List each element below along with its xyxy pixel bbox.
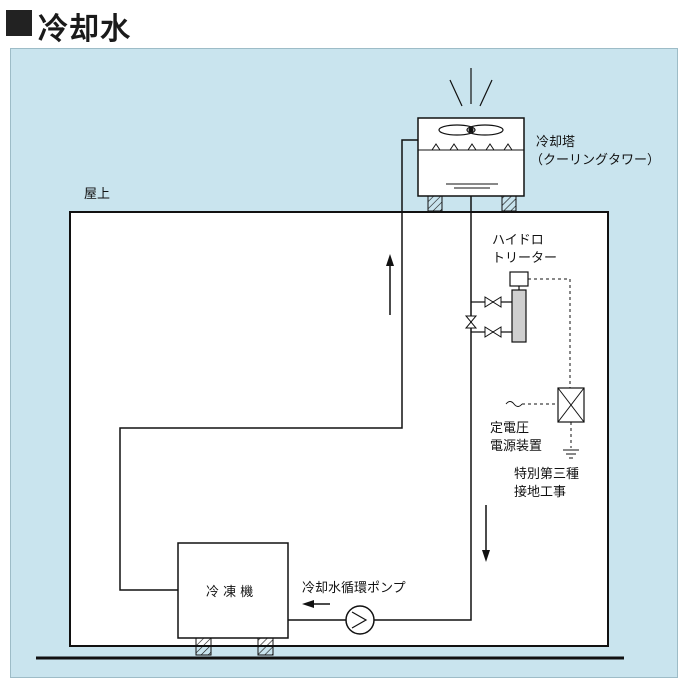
ac-plug-icon bbox=[505, 401, 523, 407]
water-piping bbox=[119, 139, 472, 621]
pump-icon bbox=[345, 605, 375, 635]
page-title: 冷却水 bbox=[38, 12, 131, 47]
grounding-label-2: 接地工事 bbox=[514, 485, 567, 500]
pump-label: 冷却水循環ポンプ bbox=[302, 581, 406, 596]
chiller bbox=[177, 542, 289, 656]
flow-arrow-left bbox=[302, 600, 330, 608]
title-square-mark bbox=[6, 10, 32, 36]
flow-arrow-up bbox=[386, 254, 394, 315]
cooling-tower-label: 冷却塔 bbox=[536, 135, 576, 150]
cooling-tower-sublabel: （クーリングタワー） bbox=[530, 153, 661, 168]
control-wiring bbox=[528, 278, 571, 388]
cooling-tower bbox=[417, 68, 525, 212]
rooftop-label: 屋上 bbox=[84, 187, 111, 202]
valve-icon bbox=[464, 296, 502, 338]
exhaust-lines-icon bbox=[449, 68, 493, 107]
hydro-treater-label-2: トリーター bbox=[492, 251, 558, 266]
fan-icon bbox=[438, 124, 476, 136]
flow-arrow-down bbox=[482, 505, 490, 562]
hydro-treater-label-1: ハイドロ bbox=[492, 233, 544, 248]
title-bar: 冷却水 bbox=[0, 0, 693, 48]
ground-icon bbox=[563, 449, 579, 459]
power-supply-label-1: 定電圧 bbox=[490, 421, 530, 436]
power-supply-label-2: 電源装置 bbox=[490, 439, 543, 454]
power-supply bbox=[505, 387, 585, 448]
grounding-label-1: 特別第三種 bbox=[514, 467, 580, 482]
chiller-label: 冷 凍 機 bbox=[206, 585, 254, 600]
